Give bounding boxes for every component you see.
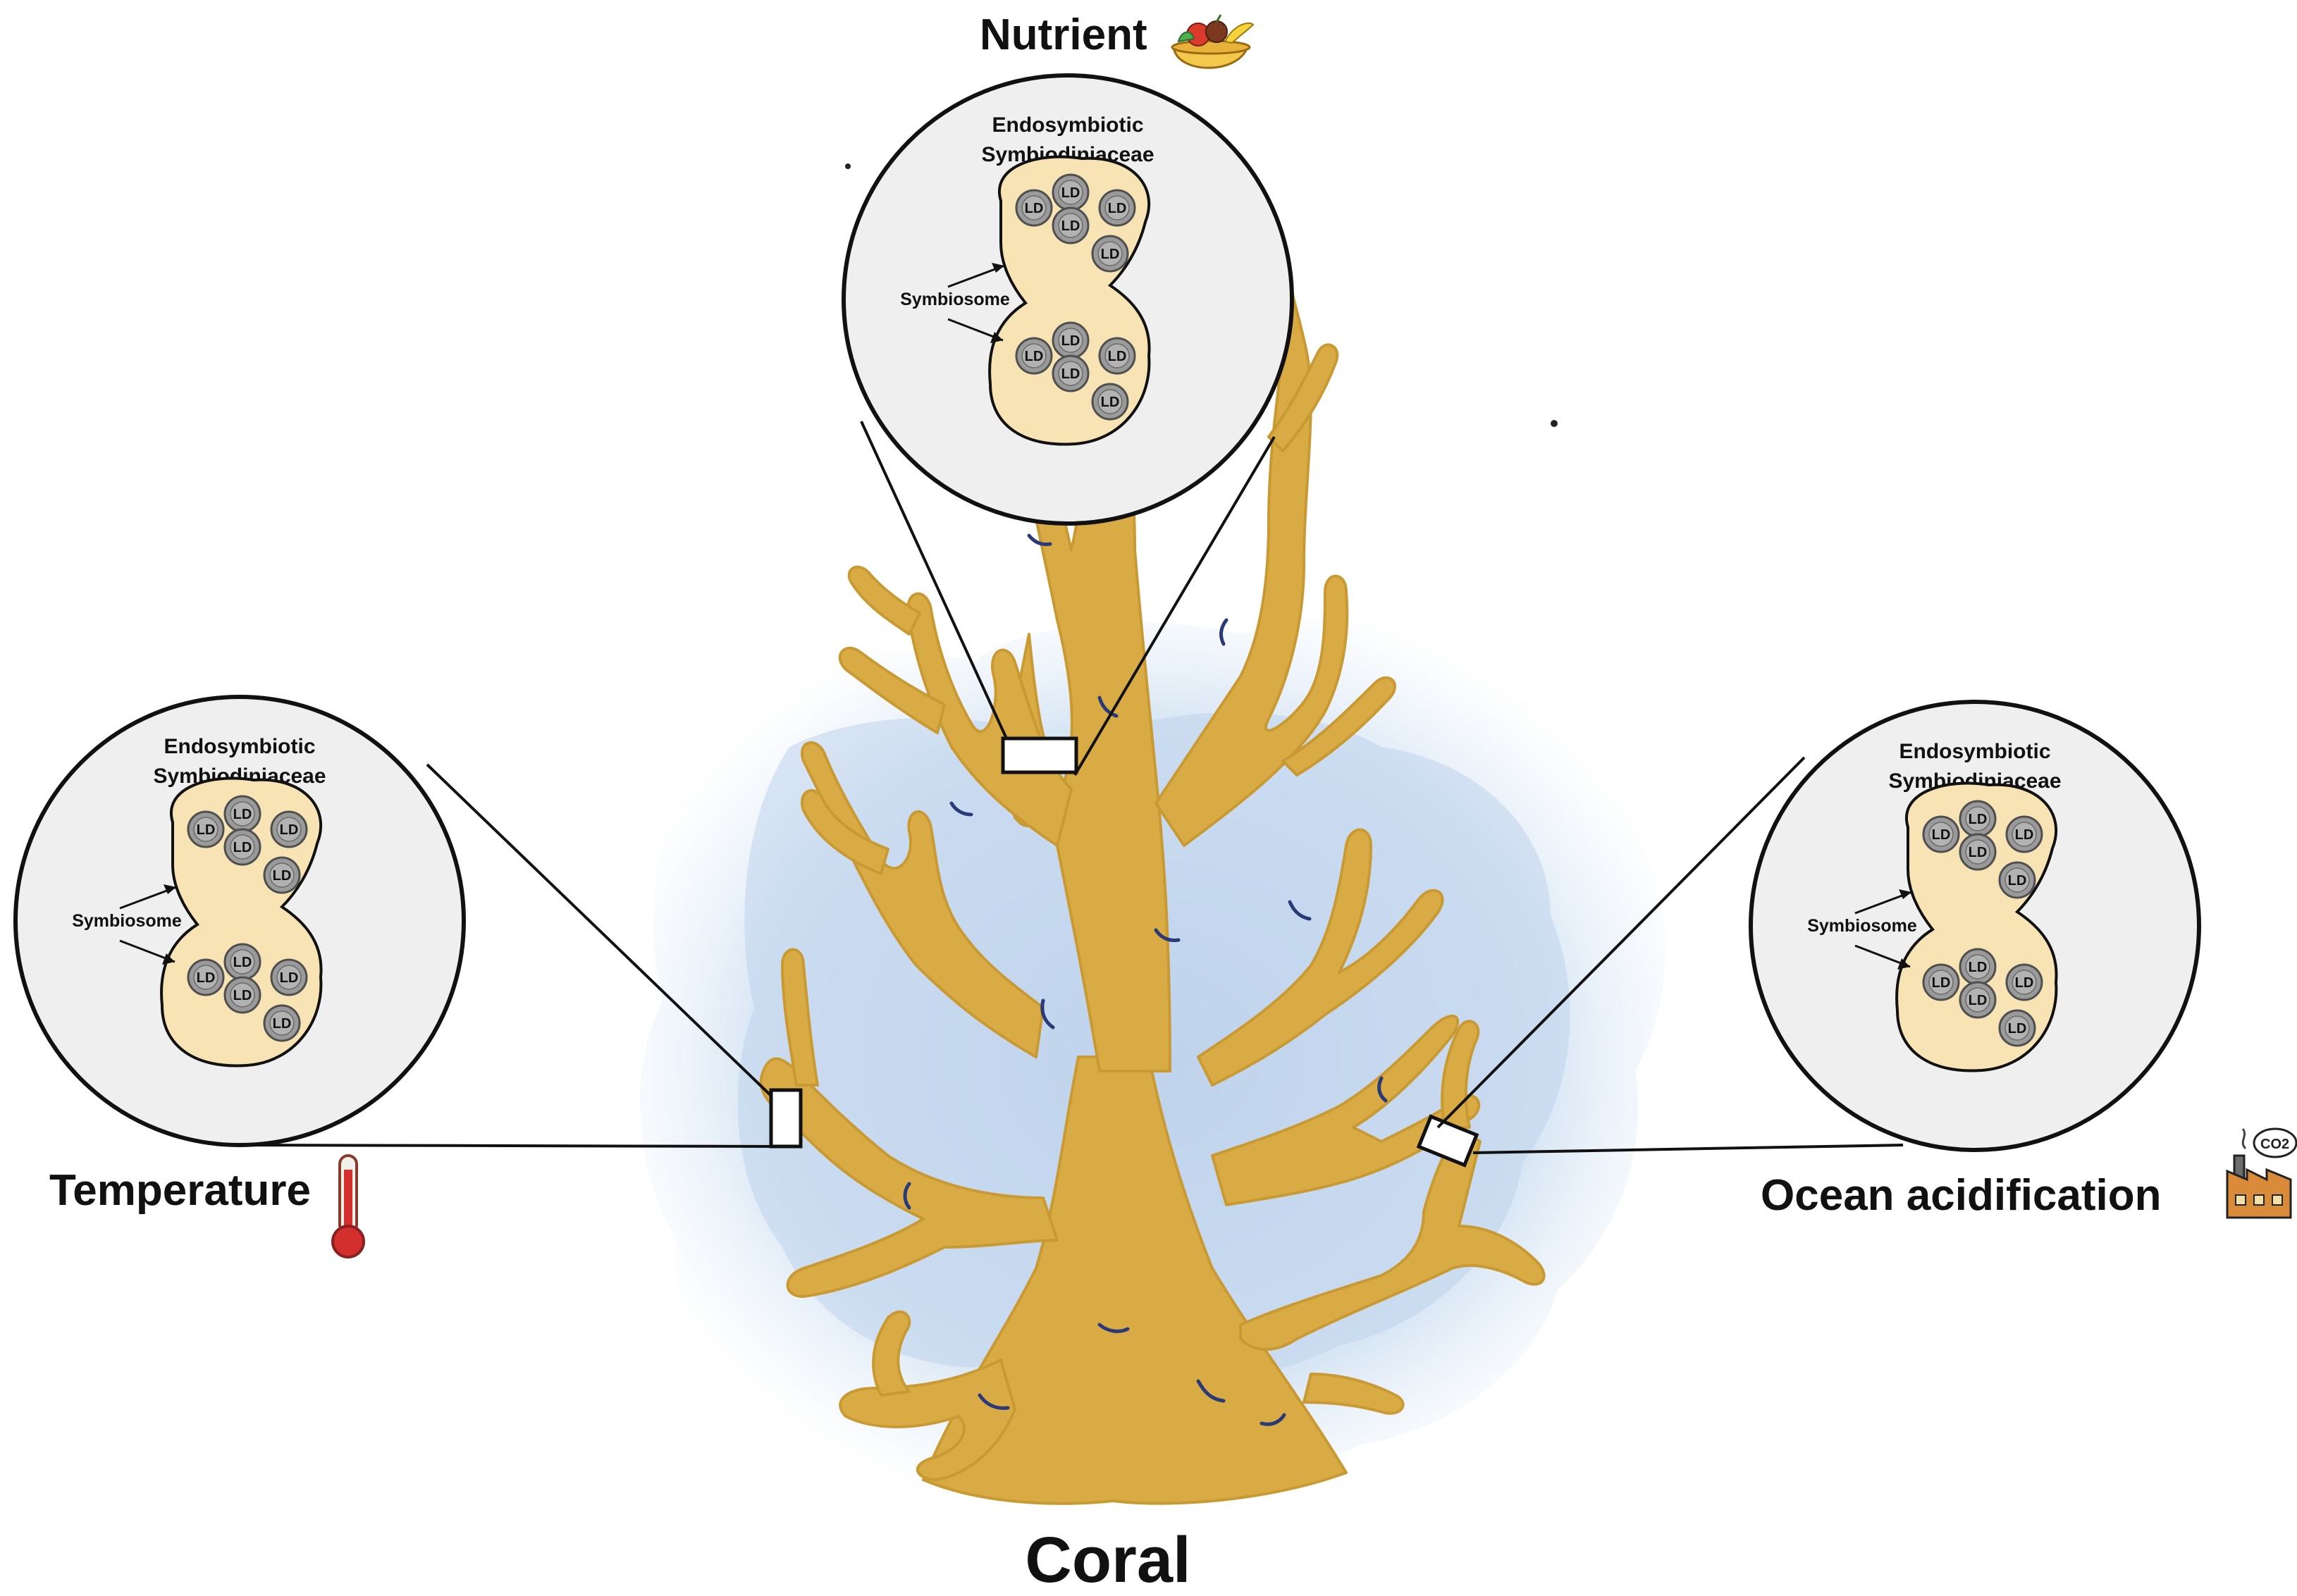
zoom-circle-nutrient: EndosymbioticSymbiodiniaceaeLDLDLDLDLDLD… — [842, 73, 1294, 526]
lipid-droplet-label: LD — [233, 807, 252, 822]
zoom-circle-ocean: EndosymbioticSymbiodiniaceaeLDLDLDLDLDLD… — [1749, 700, 2201, 1152]
zoom-markers — [769, 736, 1479, 1168]
lipid-droplet: LD — [1098, 189, 1136, 227]
zoom-box-ocean — [1416, 1114, 1479, 1168]
lipid-droplet-label: LD — [233, 840, 252, 855]
lipid-droplet: LD — [223, 943, 261, 981]
lipid-droplet-label: LD — [1061, 333, 1080, 349]
lipid-droplet-label: LD — [197, 822, 216, 838]
lipid-droplet-label: LD — [233, 988, 252, 1003]
lipid-droplet-label: LD — [1061, 218, 1080, 234]
thermometer-icon — [331, 1154, 365, 1258]
lipid-droplet: LD — [223, 828, 261, 866]
lipid-droplet-label: LD — [273, 868, 292, 884]
zoom-box-temperature — [769, 1088, 803, 1149]
lipid-droplet: LD — [1091, 383, 1129, 421]
cell-title-line1: Endosymbiotic — [1899, 740, 2050, 763]
lipid-droplet: LD — [1098, 337, 1136, 375]
lipid-droplet: LD — [1959, 800, 1997, 838]
arrow-head — [1897, 958, 1910, 970]
lipid-droplet: LD — [1052, 206, 1090, 245]
lipid-droplet: LD — [1052, 321, 1090, 359]
speck — [1551, 420, 1558, 427]
cell-zoom-circles: EndosymbioticSymbiodiniaceaeLDLDLDLDLDLD… — [13, 73, 2201, 1152]
lipid-droplet: LD — [270, 810, 308, 848]
zoom-box-nutrient — [1001, 736, 1078, 774]
zoom-circle-temperature: EndosymbioticSymbiodiniaceaeLDLDLDLDLDLD… — [13, 695, 466, 1147]
lipid-droplet: LD — [223, 976, 261, 1014]
lipid-droplet: LD — [1998, 1009, 2036, 1047]
arrow-head — [990, 332, 1003, 343]
lipid-droplet: LD — [1091, 235, 1129, 273]
temperature-label: Temperature — [49, 1166, 311, 1215]
lipid-droplet-label: LD — [1025, 201, 1044, 216]
lipid-droplet-label: LD — [280, 822, 299, 838]
lipid-droplet-label: LD — [2015, 827, 2034, 843]
lipid-droplet: LD — [1959, 833, 1997, 871]
lipid-droplet: LD — [270, 958, 308, 996]
lipid-droplet-label: LD — [1969, 960, 1988, 975]
lipid-droplet: LD — [223, 795, 261, 833]
lipid-droplet-label: LD — [1101, 395, 1120, 410]
arrow-head — [992, 263, 1004, 273]
cell-title-line1: Endosymbiotic — [164, 735, 315, 758]
lipid-droplet: LD — [2005, 963, 2043, 1001]
lipid-droplet: LD — [1998, 861, 2036, 899]
lipid-droplet: LD — [2005, 815, 2043, 853]
fruit-bowl-icon — [1171, 14, 1255, 69]
co2-text: CO2 — [2260, 1137, 2289, 1152]
coral-texture — [903, 301, 1388, 1426]
lipid-droplet: LD — [1959, 981, 1997, 1019]
lipid-droplet-label: LD — [1932, 975, 1951, 991]
coral-illustration — [759, 111, 1546, 1505]
lipid-droplet-label: LD — [280, 970, 299, 986]
lipid-droplet: LD — [1052, 173, 1090, 211]
lipid-droplet-label: LD — [1061, 185, 1080, 201]
zoom-connectors — [240, 421, 1904, 1154]
lipid-droplet-label: LD — [273, 1016, 292, 1032]
coral-label: Coral — [1025, 1524, 1190, 1596]
nutrient-label: Nutrient — [980, 11, 1147, 59]
ocean-acidification-label: Ocean acidification — [1761, 1171, 2162, 1220]
lipid-droplet: LD — [187, 958, 225, 996]
lipid-droplet: LD — [263, 856, 301, 894]
lipid-droplet: LD — [187, 810, 225, 848]
lipid-droplet: LD — [1052, 354, 1090, 392]
arrow-head — [164, 884, 176, 894]
symbiosome-label: Symbiosome — [72, 911, 182, 931]
cell-title-line1: Endosymbiotic — [992, 113, 1143, 137]
lipid-droplet: LD — [1922, 815, 1960, 853]
symbiosome-label: Symbiosome — [1807, 916, 1917, 936]
symbiosome-label: Symbiosome — [900, 290, 1010, 309]
lipid-droplet-label: LD — [1932, 827, 1951, 843]
lipid-droplet-label: LD — [2008, 873, 2027, 889]
lipid-droplet: LD — [263, 1004, 301, 1042]
lipid-droplet: LD — [1922, 963, 1960, 1001]
lipid-droplet: LD — [1015, 189, 1053, 227]
lipid-droplet-label: LD — [1969, 812, 1988, 827]
lipid-droplet: LD — [1015, 337, 1053, 375]
lipid-droplet-label: LD — [2015, 975, 2034, 991]
lipid-droplet-label: LD — [1969, 845, 1988, 860]
lipid-droplet-label: LD — [1108, 349, 1127, 364]
lipid-droplet-label: LD — [1025, 349, 1044, 364]
arrow-head — [162, 953, 175, 965]
lipid-droplet-label: LD — [197, 970, 216, 986]
factory-co2-icon: CO2 — [2226, 1127, 2297, 1219]
lipid-droplet-label: LD — [1108, 201, 1127, 216]
lipid-droplet-label: LD — [2008, 1021, 2027, 1037]
lipid-droplet-label: LD — [1969, 993, 1988, 1008]
arrow-head — [1899, 889, 1911, 899]
lipid-droplet-label: LD — [233, 955, 252, 970]
speck — [845, 163, 851, 169]
lipid-droplet: LD — [1959, 948, 1997, 986]
lipid-droplet-label: LD — [1101, 247, 1120, 262]
lipid-droplet-label: LD — [1061, 366, 1080, 382]
